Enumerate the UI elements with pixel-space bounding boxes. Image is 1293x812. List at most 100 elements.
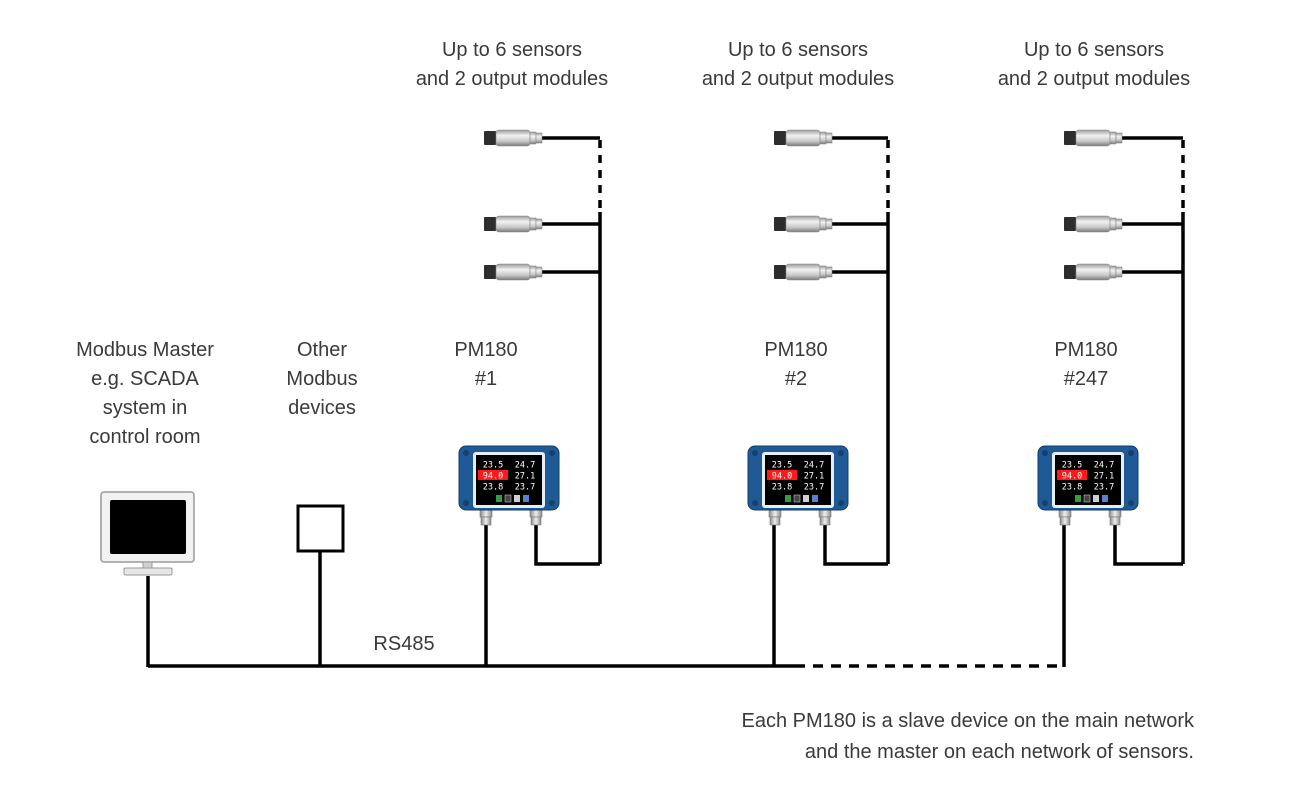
- screw-icon: [838, 450, 844, 456]
- other-label-line: Modbus: [286, 368, 358, 390]
- screen-reading: 24.7: [804, 461, 824, 471]
- screen-reading: 94.0: [772, 472, 792, 482]
- screen-reading: 23.7: [515, 483, 535, 493]
- footnote-line: Each PM180 is a slave device on the main…: [741, 710, 1194, 732]
- screw-icon: [752, 500, 758, 506]
- screen-reading: 23.7: [1094, 483, 1114, 493]
- screen-reading: 23.7: [804, 483, 824, 493]
- status-ok-icon: [496, 495, 502, 502]
- sensor-network: [823, 136, 890, 566]
- sensor-icon: [1063, 263, 1123, 281]
- screen-reading: 24.7: [515, 461, 535, 471]
- screw-icon: [752, 450, 758, 456]
- pm180-enclosure: 23.5 24.7 94.0 27.1 23.8 23.7: [747, 445, 849, 511]
- device-number: #247: [1063, 368, 1109, 390]
- chart-icon: [793, 494, 801, 503]
- device-box-icon: [296, 504, 345, 553]
- chart-icon: [1083, 494, 1091, 503]
- screw-icon: [1042, 450, 1048, 456]
- settings-icon: [812, 495, 818, 502]
- pm180-device-1: 23.5 24.7 94.0 27.1 23.8 23.7: [458, 129, 602, 566]
- sensor-network: [1113, 136, 1185, 566]
- sensor-icon: [773, 215, 833, 233]
- pm180-device-2: 23.5 24.7 94.0 27.1 23.8 23.7: [747, 129, 890, 566]
- rs485-bus: [146, 525, 1066, 668]
- settings-icon: [1102, 495, 1108, 502]
- cable-gland-icon: [479, 509, 493, 526]
- device-3-name-label: PM180 #247: [1036, 336, 1136, 394]
- monitor-icon: [100, 491, 195, 576]
- pm180-device-3: 23.5 24.7 94.0 27.1 23.8 23.7: [1037, 129, 1185, 566]
- screen-reading: 94.0: [483, 472, 503, 482]
- capacity-line-1: Up to 6 sensors: [1023, 39, 1165, 61]
- screen-reading: 23.5: [772, 461, 792, 471]
- screen-reading: 23.8: [1062, 483, 1082, 493]
- sensor-icon: [1063, 215, 1123, 233]
- device-name: PM180: [764, 339, 828, 361]
- alarm-highlight: [767, 470, 797, 480]
- device-3-capacity-label: Up to 6 sensors and 2 output modules: [978, 36, 1210, 94]
- screen-reading: 23.8: [483, 483, 503, 493]
- device-1-capacity-label: Up to 6 sensors and 2 output modules: [396, 36, 628, 94]
- screen-reading: 24.7: [1094, 461, 1114, 471]
- cable-gland-icon: [1108, 509, 1122, 526]
- modbus-master-label: Modbus Master e.g. SCADA system in contr…: [50, 336, 240, 452]
- screw-icon: [838, 500, 844, 506]
- cable-gland-icon: [529, 509, 543, 526]
- capacity-line-2: and 2 output modules: [415, 68, 609, 90]
- device-name: PM180: [1054, 339, 1118, 361]
- sensor-icon: [483, 129, 543, 147]
- screw-icon: [549, 500, 555, 506]
- device-name: PM180: [454, 339, 518, 361]
- screw-icon: [463, 450, 469, 456]
- capacity-line-2: and 2 output modules: [701, 68, 895, 90]
- screen-reading: 27.1: [1094, 472, 1114, 482]
- capacity-line-2: and 2 output modules: [997, 68, 1191, 90]
- network-icon: [1093, 495, 1099, 502]
- sensor-icon: [773, 129, 833, 147]
- screen-reading: 94.0: [1062, 472, 1082, 482]
- master-label-line: system in: [102, 397, 188, 419]
- cable-gland-icon: [1058, 509, 1072, 526]
- pm180-enclosure: 23.5 24.7 94.0 27.1 23.8 23.7: [1037, 445, 1139, 511]
- sensor-icon: [483, 263, 543, 281]
- device-1-name-label: PM180 #1: [436, 336, 536, 394]
- device-sensor-cable: [534, 525, 600, 566]
- status-ok-icon: [1075, 495, 1081, 502]
- pm180-enclosure: 23.5 24.7 94.0 27.1 23.8 23.7: [458, 445, 560, 511]
- alarm-highlight: [478, 470, 508, 480]
- network-icon: [803, 495, 809, 502]
- screen-reading: 23.5: [1062, 461, 1082, 471]
- sensor-icon: [1063, 129, 1123, 147]
- other-devices-label: Other Modbus devices: [270, 336, 374, 423]
- alarm-highlight: [1057, 470, 1087, 480]
- screen-reading: 27.1: [515, 472, 535, 482]
- cable-gland-icon: [818, 509, 832, 526]
- device-number: #2: [784, 368, 808, 390]
- device-sensor-cable: [823, 525, 888, 566]
- screw-icon: [1128, 500, 1134, 506]
- other-label-line: Other: [296, 339, 348, 361]
- settings-icon: [523, 495, 529, 502]
- master-label-line: Modbus Master: [76, 339, 214, 361]
- chart-icon: [504, 494, 512, 503]
- device-2-name-label: PM180 #2: [746, 336, 846, 394]
- screw-icon: [463, 500, 469, 506]
- screen-reading: 23.5: [483, 461, 503, 471]
- footnote-line: and the master on each network of sensor…: [804, 741, 1194, 763]
- device-number: #1: [474, 368, 498, 390]
- rs485-bus-label: RS485: [373, 633, 435, 655]
- device-sensor-cable: [1113, 525, 1183, 566]
- screw-icon: [1128, 450, 1134, 456]
- capacity-line-1: Up to 6 sensors: [727, 39, 869, 61]
- screw-icon: [549, 450, 555, 456]
- network-icon: [514, 495, 520, 502]
- screen-reading: 27.1: [804, 472, 824, 482]
- footnote: Each PM180 is a slave device on the main…: [742, 706, 1194, 768]
- screen-reading: 23.8: [772, 483, 792, 493]
- master-label-line: control room: [89, 426, 201, 448]
- cable-gland-icon: [768, 509, 782, 526]
- screw-icon: [1042, 500, 1048, 506]
- device-2-capacity-label: Up to 6 sensors and 2 output modules: [682, 36, 914, 94]
